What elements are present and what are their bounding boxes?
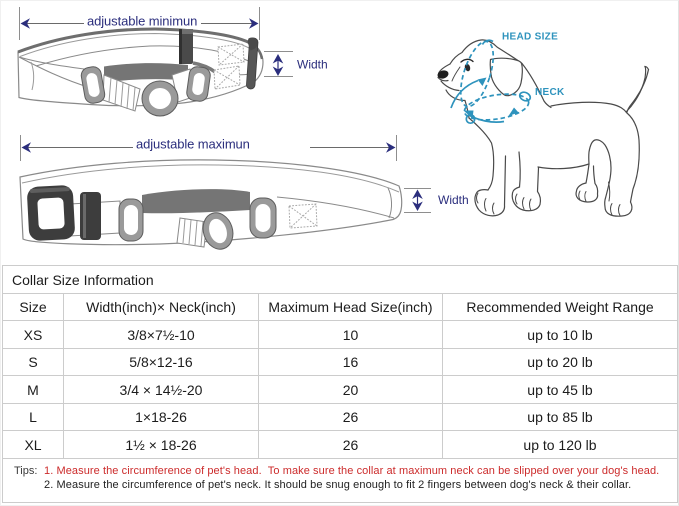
svg-text:adjustable maximun: adjustable maximun bbox=[136, 137, 250, 152]
svg-text:NECK: NECK bbox=[535, 87, 565, 98]
svg-text:Width: Width bbox=[438, 193, 469, 207]
svg-text:HEAD SIZE: HEAD SIZE bbox=[502, 32, 558, 43]
svg-text:Width: Width bbox=[297, 58, 328, 72]
svg-text:adjustable minimun: adjustable minimun bbox=[87, 14, 197, 29]
